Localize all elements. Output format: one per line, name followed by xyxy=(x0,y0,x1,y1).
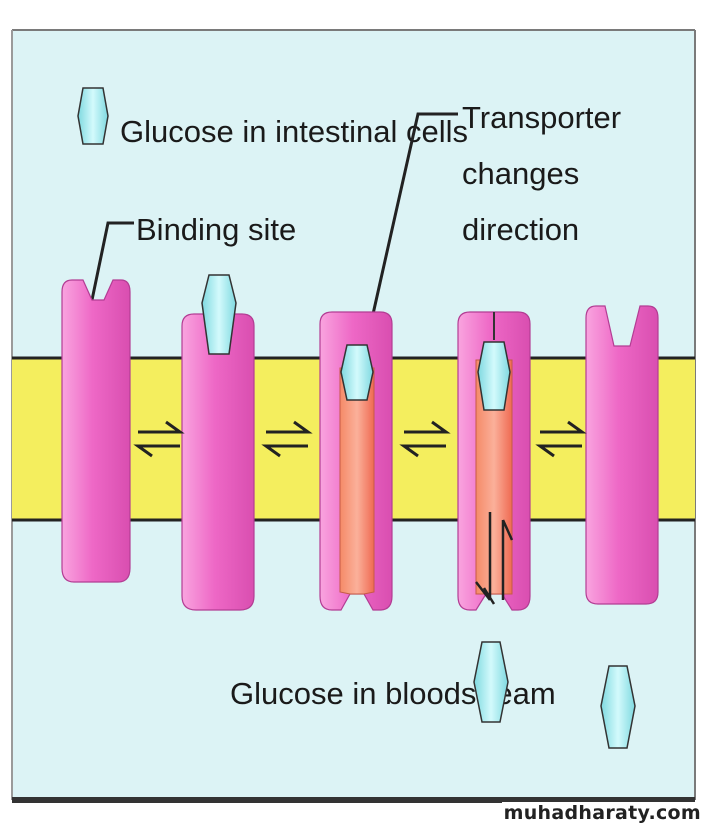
transporter-5 xyxy=(585,305,659,605)
transporter-2 xyxy=(181,274,255,611)
transporter-label-line2: changes xyxy=(462,156,579,191)
transporter-4 xyxy=(457,311,531,611)
equilibrium-arrows-3 xyxy=(399,420,451,458)
transporter-label-line3: direction xyxy=(462,212,579,247)
watermark: muhadharaty.com xyxy=(501,802,703,824)
direction-arrow-icon xyxy=(475,512,514,605)
binding-site-pointer xyxy=(90,221,134,301)
glucose-bloodstream-icon-2 xyxy=(600,665,636,749)
channel-3 xyxy=(339,367,375,595)
transporter-pointer xyxy=(358,112,458,373)
transporter-3 xyxy=(319,311,393,611)
equilibrium-arrows-1 xyxy=(133,420,185,458)
equilibrium-arrows-2 xyxy=(261,420,313,458)
transporter-1 xyxy=(61,279,131,583)
glucose-moving-icon-2 xyxy=(477,341,511,411)
glucose-bloodstream-icon-1 xyxy=(473,641,509,723)
glucose-moving-icon-1 xyxy=(340,344,374,401)
glucose-bound-icon xyxy=(201,274,237,355)
transporter-label-line1: Transporter xyxy=(462,100,621,135)
equilibrium-arrows-4 xyxy=(535,420,587,458)
binding-site-label: Binding site xyxy=(136,212,296,247)
glucose-legend-icon xyxy=(77,87,109,145)
